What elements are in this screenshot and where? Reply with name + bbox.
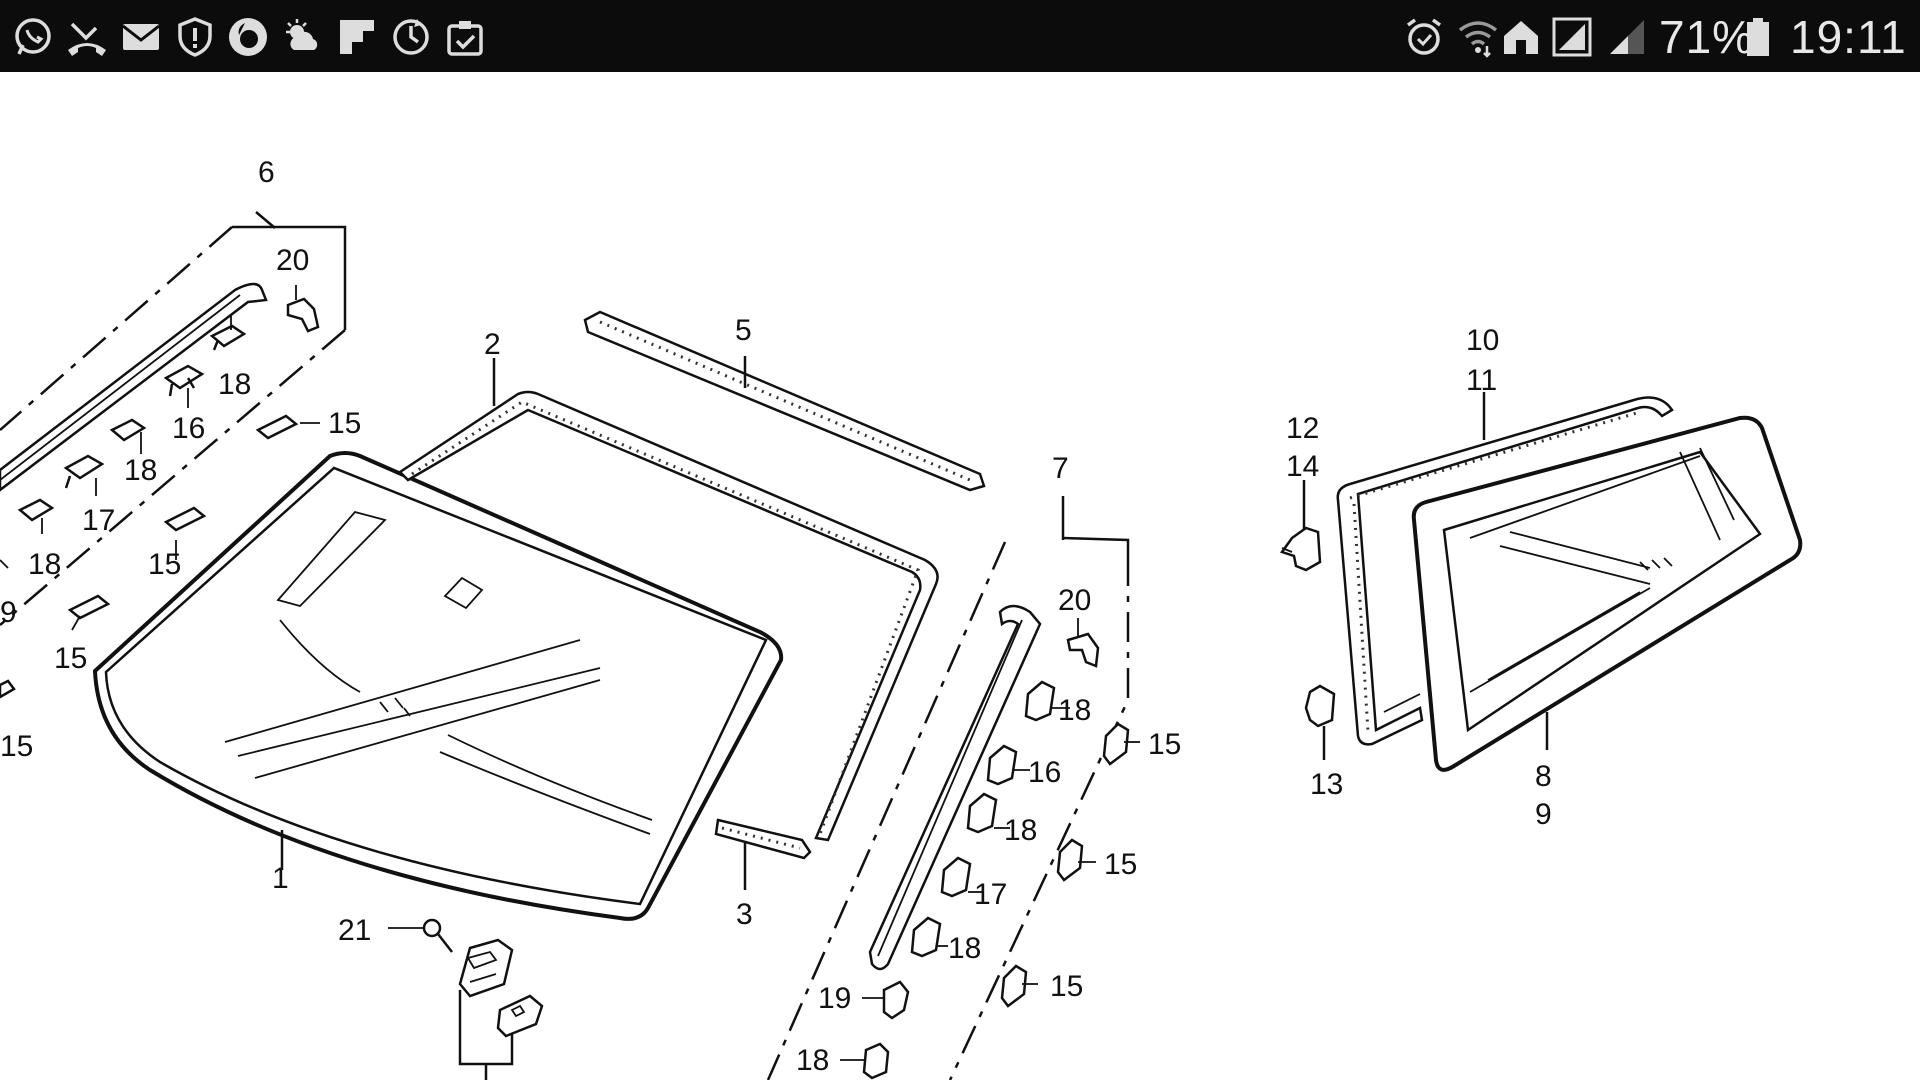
alarm-icon: [1403, 16, 1445, 58]
callout-9-left: 9: [0, 596, 17, 629]
callout-2: 2: [484, 328, 501, 361]
signal-box-icon: [1551, 16, 1593, 58]
vodafone-icon: [227, 16, 269, 58]
battery-icon: [1744, 16, 1772, 58]
dam-rubber-2: 2: [398, 328, 939, 842]
sync-icon: [390, 16, 432, 58]
callout-19: 19: [818, 982, 851, 1015]
callout-15-right-b: 15: [1104, 848, 1137, 881]
whatsapp-icon: [12, 16, 54, 58]
windshield-glass-1: 1: [92, 451, 784, 921]
callout-11: 11: [1466, 364, 1497, 397]
callout-15-left-d: 15: [0, 730, 33, 763]
callout-15-right-a: 15: [1148, 728, 1181, 761]
callout-18-right-b: 18: [1004, 814, 1037, 847]
home-icon: [1500, 16, 1542, 58]
callout-7: 7: [1052, 452, 1069, 485]
upper-molding-5: 5: [583, 310, 986, 492]
callout-18-right-a: 18: [1058, 694, 1091, 727]
callout-15-left-a: 15: [328, 407, 361, 440]
windshield-parts-diagram: 6 20 18 15 16 18 17 18 15 9 15 15 1 2 3: [0, 156, 1803, 1080]
clips-12-13-14: 12 14 13: [1279, 412, 1343, 801]
callout-14: 14: [1286, 450, 1319, 483]
callout-13: 13: [1310, 768, 1343, 801]
callout-17-left: 17: [82, 504, 115, 537]
callout-15-left-c: 15: [54, 642, 87, 675]
callout-15-right-c: 15: [1050, 970, 1083, 1003]
callout-20-left: 20: [276, 244, 309, 277]
clock-time: 19:11: [1790, 11, 1907, 63]
status-bar: 71% 19:11: [0, 0, 1920, 72]
callout-21: 21: [338, 914, 371, 947]
fastener-strip-3: 3: [714, 818, 812, 931]
callout-18-right-d: 18: [796, 1044, 829, 1077]
callout-10: 10: [1466, 324, 1499, 357]
callout-9: 9: [1535, 798, 1552, 831]
callout-18-left-c: 18: [28, 548, 61, 581]
mail-icon: [120, 16, 162, 58]
bolt-and-clips-21: 21: [338, 914, 544, 1080]
callout-3: 3: [736, 898, 753, 931]
quarter-glass-8-9: 8 9: [1411, 415, 1803, 831]
callout-8: 8: [1535, 760, 1552, 793]
missed-call-icon: [66, 16, 108, 58]
callout-12: 12: [1286, 412, 1319, 445]
molding-assembly-6: 6 20 18 15 16 18 17 18 15 9 15 15: [0, 156, 361, 763]
callout-18-right-c: 18: [948, 932, 981, 965]
callout-17-right: 17: [974, 878, 1007, 911]
weatherstrip-10-11: 10 11: [1336, 324, 1674, 746]
battery-percentage: 71%: [1659, 11, 1755, 63]
callout-20-right: 20: [1058, 584, 1091, 617]
callout-16-right: 16: [1028, 756, 1061, 789]
molding-assembly-7: 7 20 18 16 18 17 18 19 18 15: [766, 452, 1181, 1080]
callout-16-left: 16: [172, 412, 205, 445]
callout-18-left-a: 18: [218, 368, 251, 401]
clipboard-check-icon: [444, 16, 486, 58]
callout-5: 5: [735, 314, 752, 347]
callout-6: 6: [258, 156, 275, 189]
weather-icon: [282, 16, 324, 58]
flipboard-icon: [336, 16, 378, 58]
callout-15-left-b: 15: [148, 548, 181, 581]
callout-18-left-b: 18: [124, 454, 157, 487]
wifi-icon: [1457, 16, 1499, 58]
shield-icon: [174, 16, 216, 58]
signal-icon: [1606, 16, 1648, 58]
callout-1: 1: [272, 862, 289, 895]
